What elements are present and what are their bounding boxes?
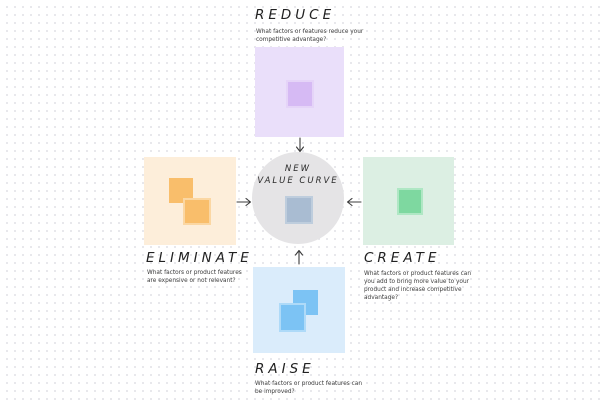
reduce-area[interactable] (255, 47, 344, 137)
create-title[interactable]: CREATE (364, 250, 441, 266)
raise-area[interactable] (253, 267, 345, 353)
create-area[interactable] (363, 157, 454, 245)
raise-sticky-note-front[interactable] (279, 303, 306, 332)
eliminate-sticky-note-front[interactable] (183, 198, 211, 225)
new-value-curve-circle[interactable]: NEW VALUE CURVE (252, 152, 344, 244)
arrow-down-icon[interactable] (295, 137, 305, 153)
new-value-curve-label-line2: VALUE CURVE (257, 175, 339, 186)
reduce-title[interactable]: REDUCE (255, 7, 336, 23)
raise-description[interactable]: What factors or product features can be … (255, 381, 363, 395)
create-sticky-note[interactable] (397, 188, 423, 215)
raise-title[interactable]: RAISE (255, 361, 315, 377)
arrow-left-icon[interactable] (346, 197, 362, 207)
create-description[interactable]: What factors or product features can you… (364, 271, 472, 301)
arrow-up-icon[interactable] (294, 249, 304, 265)
eliminate-area[interactable] (144, 157, 236, 245)
center-sticky-note[interactable] (285, 196, 313, 224)
eliminate-description[interactable]: What factors or product features are exp… (147, 270, 242, 284)
eliminate-title[interactable]: ELIMINATE (146, 250, 253, 266)
reduce-sticky-note[interactable] (286, 80, 314, 108)
reduce-description[interactable]: What factors or features reduce your com… (256, 29, 364, 43)
arrow-right-icon[interactable] (236, 197, 252, 207)
new-value-curve-label-line1: NEW (284, 164, 312, 174)
new-value-curve-label: NEW VALUE CURVE (252, 164, 344, 187)
